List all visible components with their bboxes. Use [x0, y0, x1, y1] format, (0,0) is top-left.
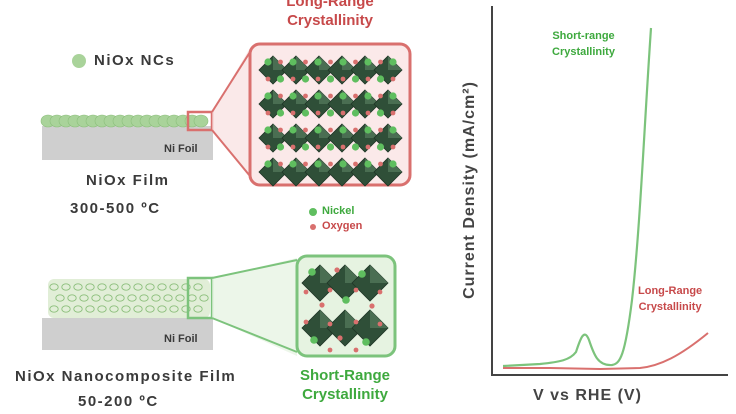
bottom-temperature-label: 50-200 ºC — [78, 393, 159, 410]
short-range-curve-label-line2: Crystallinity — [552, 46, 615, 58]
oxygen-legend-dot — [310, 224, 316, 230]
long-range-heading-line2: Crystallinity — [287, 12, 373, 29]
bottom-substrate — [42, 318, 213, 350]
oxygen-legend-label: Oxygen — [322, 220, 363, 232]
long-range-curve-label: Long-Range Crystallinity — [638, 283, 702, 315]
top-zoom-cone — [212, 48, 250, 178]
nanocrystal-legend-label: NiOx NCs — [94, 52, 176, 69]
long-range-heading-line1: Long-Range — [286, 0, 374, 10]
long-range-curve-label-line1: Long-Range — [638, 285, 703, 297]
nanocrystal-legend-dot — [72, 54, 86, 68]
bottom-film-label: NiOx Nanocomposite Film — [15, 368, 237, 385]
y-axis-label: Current Density (mA/cm²) — [461, 81, 478, 299]
nickel-legend-label: Nickel — [322, 205, 355, 217]
top-film-label: NiOx Film — [86, 172, 170, 189]
top-temperature-label: 300-500 ºC — [70, 200, 161, 217]
top-substrate — [42, 126, 213, 160]
short-range-curve — [502, 27, 653, 368]
bottom-substrate-label: Ni Foil — [164, 333, 198, 345]
short-range-curve-label: Short-range Crystallinity — [552, 28, 615, 60]
long-range-lattice — [258, 55, 403, 187]
short-range-curve-label-line1: Short-range — [552, 30, 615, 42]
nickel-legend-dot — [309, 208, 317, 216]
long-range-curve — [503, 332, 709, 371]
short-range-heading-line2: Crystallinity — [302, 386, 388, 403]
short-range-heading: Short-Range Crystallinity — [280, 366, 410, 404]
top-nanocrystal-layer — [40, 114, 209, 128]
x-axis-label: V vs RHE (V) — [533, 387, 642, 404]
long-range-curve-label-line2: Crystallinity — [638, 301, 702, 313]
top-substrate-label: Ni Foil — [164, 143, 198, 155]
long-range-heading: Long-Range Crystallinity — [270, 0, 390, 30]
short-range-heading-line1: Short-Range — [300, 367, 390, 384]
short-range-lattice — [301, 264, 389, 353]
bottom-zoom-cone — [212, 258, 297, 356]
